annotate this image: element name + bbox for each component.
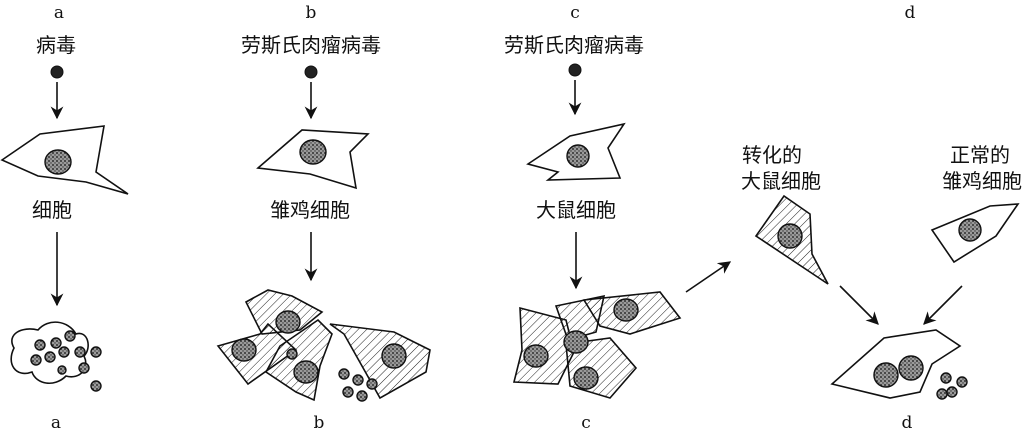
virus-particle xyxy=(568,63,582,77)
panel-b-cell-label: 雏鸡细胞 xyxy=(270,198,350,222)
panel-c-bottom-letter: c xyxy=(581,413,591,433)
cell-nucleus xyxy=(44,149,72,175)
panel-b-virus-label: 劳斯氏肉瘤病毒 xyxy=(241,33,381,57)
arrow-to-result xyxy=(839,285,879,325)
transformed-cell-cluster xyxy=(216,289,431,402)
released-virus-particles xyxy=(30,330,102,392)
panel-a: a 病毒 细胞 a xyxy=(0,3,129,433)
cell-nucleus xyxy=(898,355,924,381)
transformed-label-line1: 转化的 xyxy=(742,143,802,167)
normal-label-line2: 雏鸡细胞 xyxy=(942,169,1022,193)
panel-d-bottom-letter: d xyxy=(902,413,913,433)
cell-nucleus xyxy=(299,139,327,165)
cell-nucleus xyxy=(566,144,590,168)
released-virus-particles xyxy=(936,372,968,400)
panel-d-top-letter: d xyxy=(905,3,916,23)
cell-nucleus xyxy=(873,362,899,388)
panel-c: c 劳斯氏肉瘤病毒 大鼠细胞 c xyxy=(504,3,682,433)
arrow-to-transformed-cell xyxy=(685,261,732,293)
panel-d: d 转化的 大鼠细胞 正常的 雏鸡细胞 d xyxy=(685,3,1022,433)
panel-b-top-letter: b xyxy=(306,3,317,23)
cell-nucleus xyxy=(958,218,982,242)
panel-b-bottom-letter: b xyxy=(314,413,325,433)
normal-label-line1: 正常的 xyxy=(950,143,1010,167)
infected-result-cell xyxy=(830,329,962,399)
virus-particle xyxy=(304,65,318,79)
panel-a-cell-label: 细胞 xyxy=(32,198,72,222)
transformed-rat-cell-cluster xyxy=(512,291,682,399)
panel-c-top-letter: c xyxy=(570,3,580,23)
arrow-to-result xyxy=(923,285,963,325)
panel-a-top-letter: a xyxy=(54,3,64,23)
panel-c-cell-label: 大鼠细胞 xyxy=(536,198,616,222)
virus-particle xyxy=(50,65,64,79)
panel-a-virus-label: 病毒 xyxy=(36,33,76,57)
transformed-label-line2: 大鼠细胞 xyxy=(741,169,821,193)
panel-c-virus-label: 劳斯氏肉瘤病毒 xyxy=(504,33,644,57)
panel-b: b 劳斯氏肉瘤病毒 雏鸡细胞 b xyxy=(216,3,431,433)
panel-a-bottom-letter: a xyxy=(51,413,61,433)
cell-nucleus xyxy=(777,223,803,249)
